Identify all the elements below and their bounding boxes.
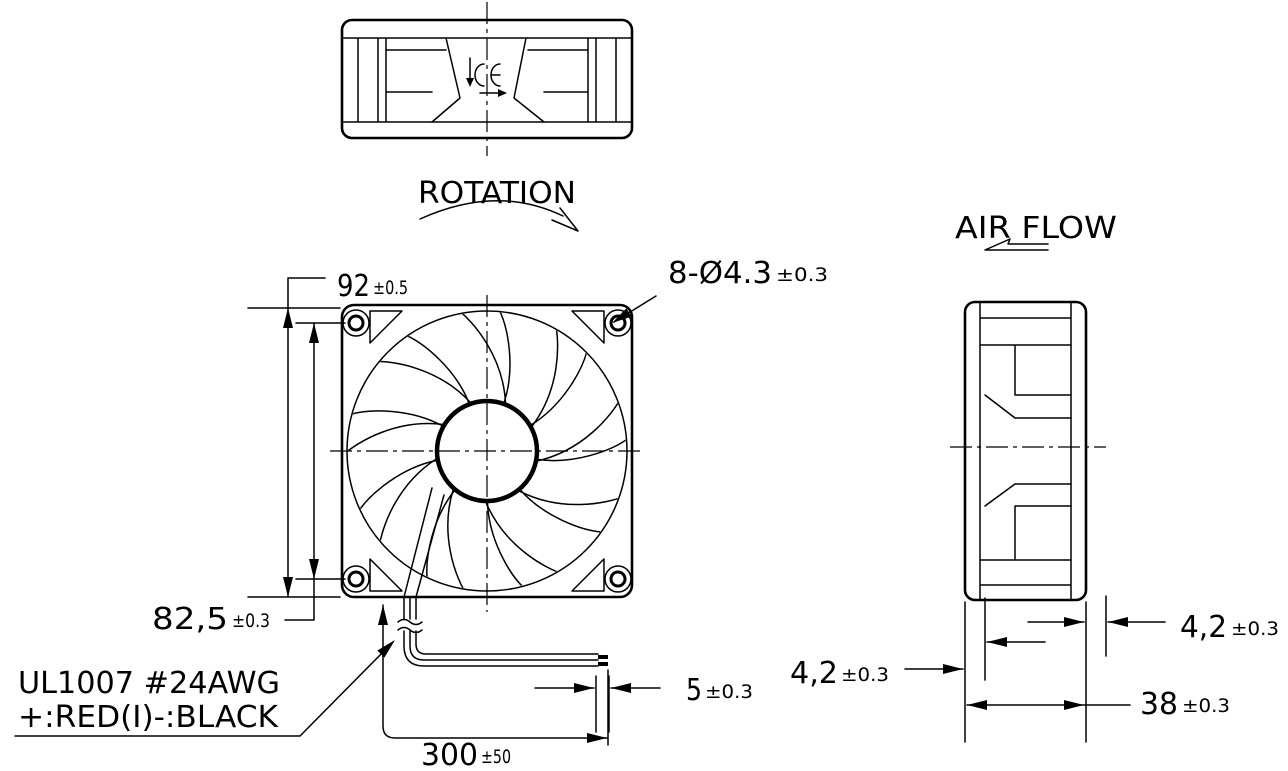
hole-dim-tolerance: ±0.3: [776, 264, 828, 286]
top-view-hub: [431, 37, 545, 123]
strip-dim-value: 5: [686, 673, 702, 708]
width-dim-tolerance: ±0.5: [373, 277, 408, 299]
wire-channel: [403, 487, 445, 598]
side-view-frame: [963, 300, 1088, 602]
top-view-frame: [340, 18, 634, 140]
side-view-extension-lines: [964, 595, 1107, 743]
hole-pitch-dimension: 82,5 ±0.3: [152, 322, 346, 637]
flange-left-dim-tolerance: ±0.3: [841, 664, 889, 686]
lead-wires: [397, 596, 608, 667]
width-dimension: 92 ±0.5: [247, 269, 408, 598]
hole-callout: 8-Ø4.3 ±0.3: [612, 256, 828, 323]
top-view-blade-lines: [385, 49, 589, 93]
flange-right-dimension: 4,2 ±0.3: [1027, 610, 1279, 645]
thickness-dimension: 38 ±0.3: [966, 687, 1230, 722]
mounting-hole: [609, 570, 627, 588]
top-view-frame-lines: [341, 37, 633, 123]
airflow-label: AIR FLOW: [955, 211, 1117, 246]
hole-dim-value: 8-Ø4.3: [668, 256, 772, 291]
top-view: ROTATION: [340, 2, 634, 232]
flange-left-dimension: 4,2 ±0.3: [790, 637, 1046, 691]
thickness-dim-value: 38: [1140, 687, 1178, 722]
flange-right-dim-value: 4,2: [1180, 610, 1227, 645]
airflow-arrow-icon: [984, 238, 1049, 251]
wire-break-symbol: [397, 618, 423, 634]
mounting-hole: [347, 314, 365, 332]
flange-right-dim-tolerance: ±0.3: [1231, 618, 1279, 640]
ce-mark-icon: [466, 57, 507, 97]
strip-length-dimension: 5 ±0.3: [534, 673, 753, 733]
mounting-hole: [347, 570, 365, 588]
width-dim-value: 92: [337, 269, 370, 304]
hole-pitch-dim-tolerance: ±0.3: [232, 610, 270, 632]
blade: [513, 401, 626, 547]
thickness-dim-tolerance: ±0.3: [1182, 695, 1230, 717]
side-view-flange-lines: [979, 301, 1072, 601]
front-view: 92 ±0.5 82,5 ±0.3 8-Ø4.3 ±0.3 300 ±50: [14, 256, 828, 771]
flange-left-dim-value: 4,2: [790, 656, 838, 691]
lead-length-dim-tolerance: ±50: [481, 746, 511, 768]
wire-spec-line2: +:RED(I)-:BLACK: [18, 700, 279, 735]
wire-spec-line1: UL1007 #24AWG: [18, 666, 280, 701]
strip-dim-tolerance: ±0.3: [705, 681, 753, 703]
wire-stripped-ends: [598, 655, 608, 666]
lead-length-dim-value: 300: [421, 738, 478, 771]
rotation-arrow-icon: [419, 199, 579, 232]
rotation-label: ROTATION: [418, 176, 576, 211]
hole-pitch-dim-value: 82,5: [152, 602, 228, 637]
side-view: AIR FLOW 4,2 ±0.3 4,2 ±0.3 38: [790, 211, 1279, 743]
lead-length-dimension: 300 ±50: [378, 604, 609, 771]
wire-spec-callout: UL1007 #24AWG +:RED(I)-:BLACK: [14, 640, 395, 737]
side-view-blade-lines: [979, 344, 1072, 561]
